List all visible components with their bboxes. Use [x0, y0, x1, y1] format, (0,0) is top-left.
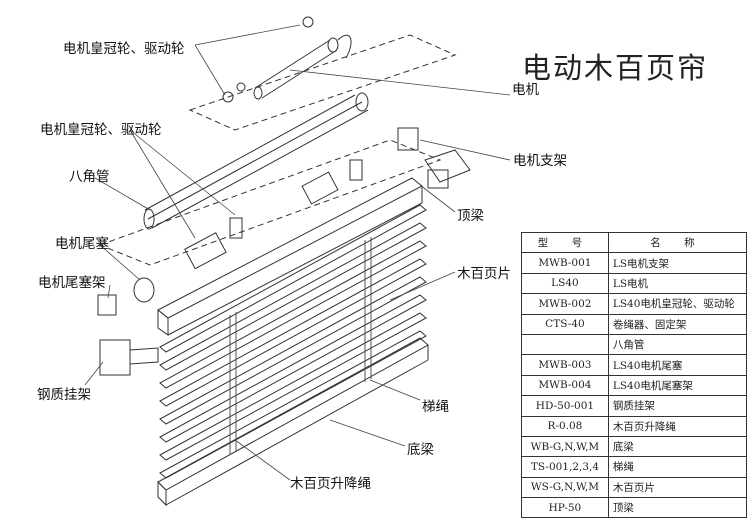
steel-bracket-drawing — [99, 339, 159, 376]
label-wood-slat: 木百页片 — [457, 266, 511, 282]
cell-name: 钢质挂架 — [607, 395, 747, 417]
cell-model: TS-001,2,3,4 — [521, 456, 609, 478]
end-plug-drawing — [133, 277, 155, 303]
cell-name: 顶梁 — [607, 497, 747, 519]
header-model: 型 号 — [521, 231, 609, 254]
cell-model: HD-50-001 — [521, 395, 609, 417]
page-title: 电动木百页帘 — [522, 51, 709, 86]
cell-model: MWB-001 — [521, 252, 609, 274]
label-bottom-beam: 底梁 — [407, 442, 434, 458]
table-row: 八角管 — [521, 333, 747, 356]
label-motor-end-plug: 电机尾塞 — [55, 236, 109, 252]
tube-dashed-outline — [98, 139, 442, 266]
label-steel-bracket: 钢质挂架 — [37, 387, 91, 403]
label-crown-drive-top: 电机皇冠轮、驱动轮 — [63, 41, 185, 57]
cell-model: WS-G,N,W,M — [521, 476, 609, 499]
label-motor-bracket: 电机支架 — [513, 153, 567, 169]
label-motor-end-bracket: 电机尾塞架 — [38, 275, 106, 291]
cell-model: MWB-004 — [521, 374, 609, 397]
cell-model — [521, 333, 609, 356]
cell-name: 梯绳 — [607, 456, 747, 478]
cell-name: LS电机支架 — [607, 252, 747, 274]
cell-name: 卷绳器、固定架 — [607, 313, 747, 335]
cell-name: 八角管 — [607, 333, 747, 356]
table-header-row: 型 号 名 称 — [521, 231, 747, 254]
cell-model: WB-G,N,W,M — [521, 435, 609, 458]
top-beam-drawing — [157, 177, 423, 336]
bottom-beam-drawing — [157, 337, 429, 507]
cell-model: CTS-40 — [521, 313, 609, 335]
cell-model: LS40 — [521, 272, 609, 295]
label-top-beam: 顶梁 — [457, 208, 484, 224]
cell-name: 底梁 — [607, 435, 747, 458]
cell-model: R-0.08 — [521, 415, 609, 437]
label-ladder-cord: 梯绳 — [422, 399, 449, 415]
leader-lines — [84, 24, 511, 481]
motor-bracket-drawing — [397, 127, 471, 189]
end-plug-bracket-drawing — [97, 294, 117, 316]
crown-wheel-drawing — [184, 159, 363, 270]
motor-drawing — [222, 16, 352, 103]
label-octagon-tube: 八角管 — [69, 169, 110, 185]
motor-dashed-outline — [188, 34, 457, 131]
cell-model: MWB-003 — [521, 354, 609, 376]
cell-name: LS电机 — [607, 272, 747, 295]
ladder-cords-drawing — [229, 237, 372, 455]
label-lift-cord: 木百页升降绳 — [290, 476, 371, 492]
cell-name: LS40电机皇冠轮、驱动轮 — [607, 293, 747, 315]
octagon-tube-drawing — [143, 92, 369, 230]
cell-name: 木百页片 — [607, 476, 747, 499]
cell-name: 木百页升降绳 — [607, 415, 747, 437]
cell-name: LS40电机尾塞 — [607, 354, 747, 376]
header-name: 名 称 — [607, 231, 747, 254]
label-crown-drive-mid: 电机皇冠轮、驱动轮 — [40, 122, 162, 138]
cell-name: LS40电机尾塞架 — [607, 374, 747, 397]
cell-model: HP-50 — [521, 497, 609, 519]
label-motor: 电机 — [512, 82, 539, 98]
cell-model: MWB-002 — [521, 293, 609, 315]
slats-drawing — [159, 204, 427, 479]
